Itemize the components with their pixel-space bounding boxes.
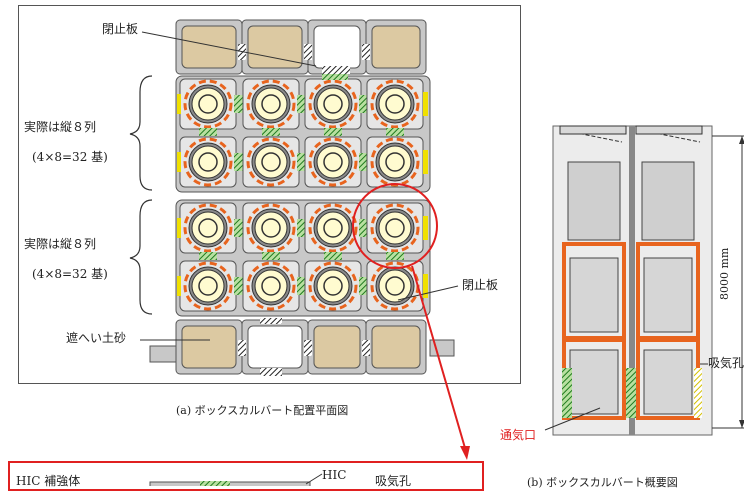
- label-group1-line1: 実際は縦８列: [24, 120, 97, 134]
- spacer-green: [386, 252, 404, 260]
- hic-cell: [242, 260, 300, 312]
- spacer-green: [324, 252, 342, 260]
- spacer-green: [234, 219, 244, 237]
- top-shield-row: [175, 19, 427, 75]
- spacer-green: [297, 153, 307, 171]
- spacer-green: [297, 277, 307, 295]
- spacer-green: [234, 277, 244, 295]
- label-group1-line2: (4×8=32 基): [32, 150, 108, 164]
- label-hic: HIC: [322, 468, 347, 482]
- spacer-green: [359, 95, 369, 113]
- hic-cell: [179, 136, 237, 188]
- hic-detail-partial: [149, 473, 323, 486]
- hic-cell: [242, 136, 300, 188]
- spacer-green: [322, 74, 348, 80]
- hic-cell: [366, 202, 424, 254]
- spacer-green: [199, 252, 217, 260]
- label-reinforcement: HIC 補強体: [16, 474, 81, 488]
- spacer-green: [359, 219, 369, 237]
- label-shielding-soil: 遮へい土砂: [66, 331, 127, 345]
- label-vent: 通気口: [500, 428, 537, 442]
- label-group2-line1: 実際は縦８列: [24, 237, 97, 251]
- hic-cell: [304, 260, 362, 312]
- spacer-yellow: [423, 274, 428, 298]
- spacer-green: [297, 95, 307, 113]
- hic-cell: [366, 260, 424, 312]
- hic-cell: [179, 202, 237, 254]
- hic-cell: [366, 78, 424, 130]
- spacer-yellow: [423, 150, 428, 174]
- hic-cell-grid: [177, 74, 428, 312]
- spacer-green: [297, 219, 307, 237]
- caption-overview: (b) ボックスカルバート概要図: [527, 476, 678, 489]
- spacer-green: [324, 128, 342, 136]
- detail-arrow-head: [460, 446, 470, 460]
- spacer-green: [199, 128, 217, 136]
- label-dimension: 8000 mm: [718, 247, 731, 300]
- label-intake-c: 吸気孔: [375, 474, 412, 488]
- label-intake-b: 吸気孔: [708, 356, 744, 370]
- hic-cell: [242, 78, 300, 130]
- spacer-yellow: [423, 216, 428, 240]
- label-group2-line2: (4×8=32 基): [32, 267, 108, 281]
- spacer-yellow: [177, 94, 181, 114]
- hic-cell: [304, 202, 362, 254]
- hic-cell: [179, 78, 237, 130]
- hic-cell: [304, 136, 362, 188]
- hic-cell: [304, 78, 362, 130]
- hic-cell: [366, 136, 424, 188]
- spacer-green: [386, 128, 404, 136]
- spacer-green: [234, 95, 244, 113]
- brace-upper: [129, 75, 153, 191]
- spacer-yellow: [177, 218, 181, 238]
- bottom-shield-row: [149, 318, 455, 376]
- detail-arrow-line: [411, 265, 466, 449]
- brace-lower: [129, 199, 153, 315]
- leader-closing-plate-top: [141, 31, 317, 67]
- spacer-green: [359, 153, 369, 171]
- spacer-green: [262, 128, 280, 136]
- label-closing-plate-right: 閉止板: [462, 278, 499, 292]
- spacer-green: [234, 153, 244, 171]
- hic-cell: [242, 202, 300, 254]
- spacer-yellow: [177, 276, 181, 296]
- culvert-section-view: [544, 125, 744, 436]
- spacer-green: [359, 277, 369, 295]
- caption-plan-view: (a) ボックスカルバート配置平面図: [176, 404, 349, 417]
- spacer-yellow: [423, 92, 428, 116]
- plan-view-frame: [18, 5, 521, 384]
- spacer-yellow: [177, 152, 181, 172]
- spacer-green: [262, 252, 280, 260]
- hic-cell: [179, 260, 237, 312]
- label-closing-plate-top: 閉止板: [102, 22, 139, 36]
- leader-closing-plate-right: [397, 285, 459, 301]
- highlight-circle: [352, 183, 438, 269]
